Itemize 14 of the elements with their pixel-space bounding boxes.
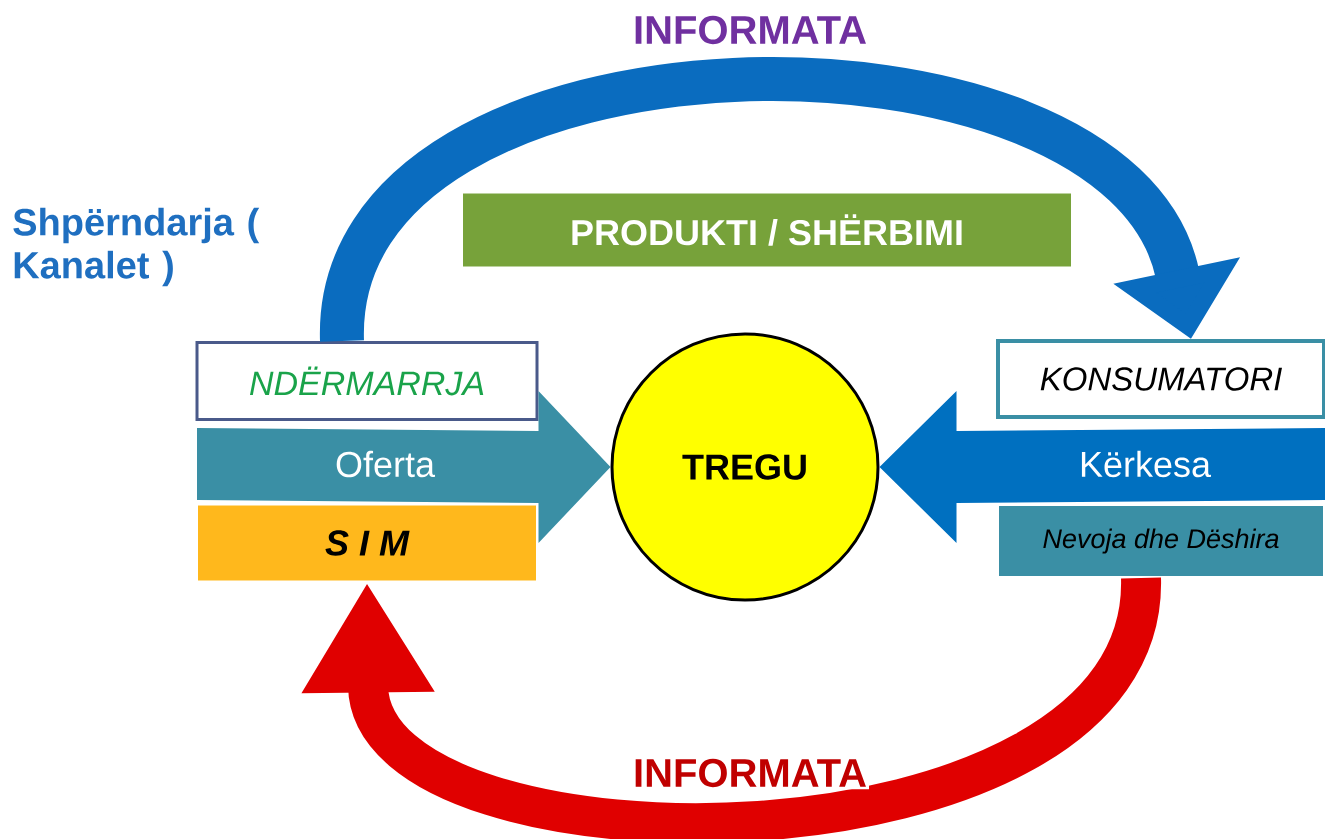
needs-box: Nevoja dhe Dëshira — [997, 504, 1325, 578]
block-arrow — [879, 391, 1325, 543]
block-arrow — [197, 391, 611, 543]
edge-label: INFORMATA — [631, 756, 869, 790]
edge-label: Kërkesa — [1081, 450, 1211, 478]
edge-label: INFORMATA — [631, 13, 869, 47]
consumer-box: KONSUMATORI — [996, 339, 1325, 419]
curved-arrow — [301, 574, 1161, 839]
curved-arrow — [320, 58, 1241, 345]
side-label: Shpërndarja ( Kanalet ) — [13, 207, 260, 287]
system-box: S I M — [196, 503, 538, 583]
product-box: PRODUKTI / SHËRBIMI — [461, 191, 1073, 269]
edge-label: Oferta — [336, 450, 436, 478]
company-box: NDËRMARRJA — [195, 341, 539, 421]
